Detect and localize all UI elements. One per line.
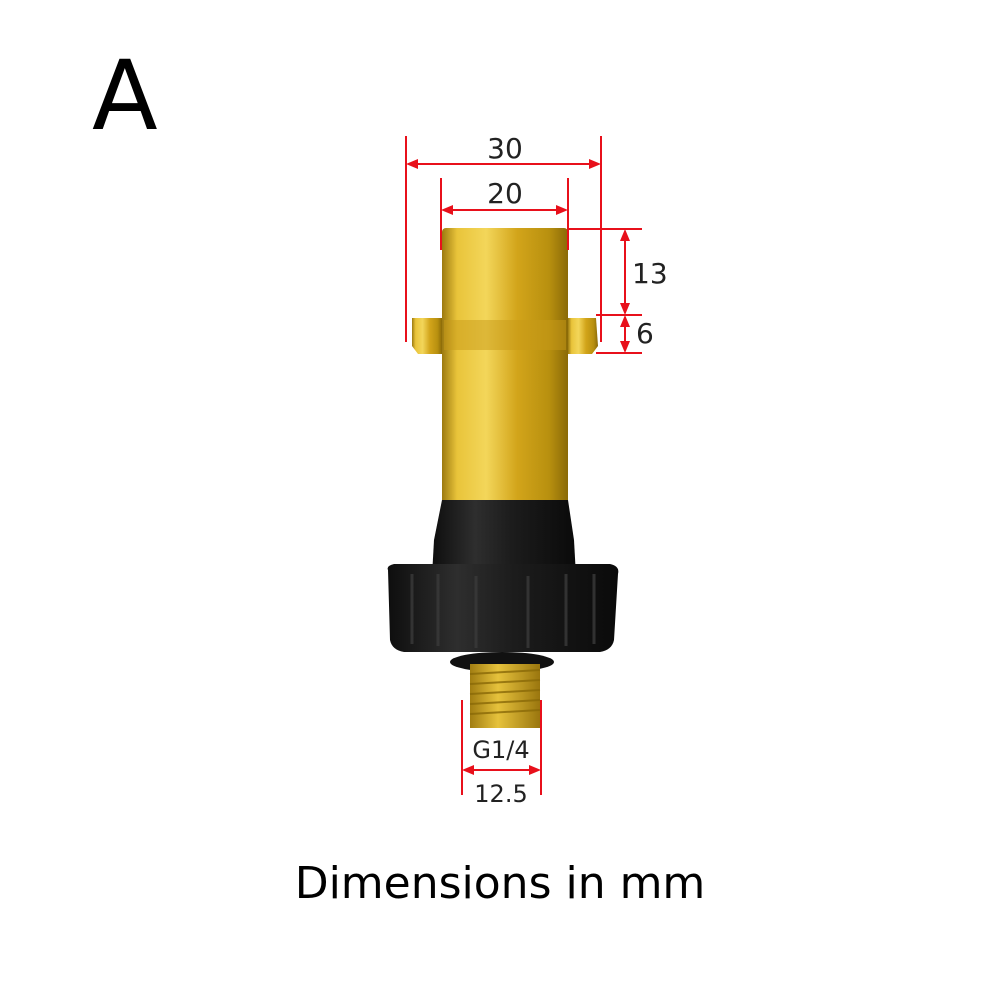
dim-label-13: 13 xyxy=(632,257,668,290)
dim-label-30: 30 xyxy=(487,132,523,165)
threaded-stem xyxy=(469,664,541,728)
dim-label-20: 20 xyxy=(487,177,523,210)
right-lug xyxy=(568,318,598,354)
thread-spec-label: G1/4 xyxy=(472,736,529,764)
caption: Dimensions in mm xyxy=(294,858,706,909)
dimension-lines xyxy=(405,136,642,795)
dim-label-6: 6 xyxy=(636,317,654,350)
left-lug xyxy=(412,318,442,354)
brass-body xyxy=(412,228,598,508)
dim-label-12-5: 12.5 xyxy=(474,780,527,808)
nut xyxy=(387,500,619,672)
variant-label: A xyxy=(92,40,158,152)
